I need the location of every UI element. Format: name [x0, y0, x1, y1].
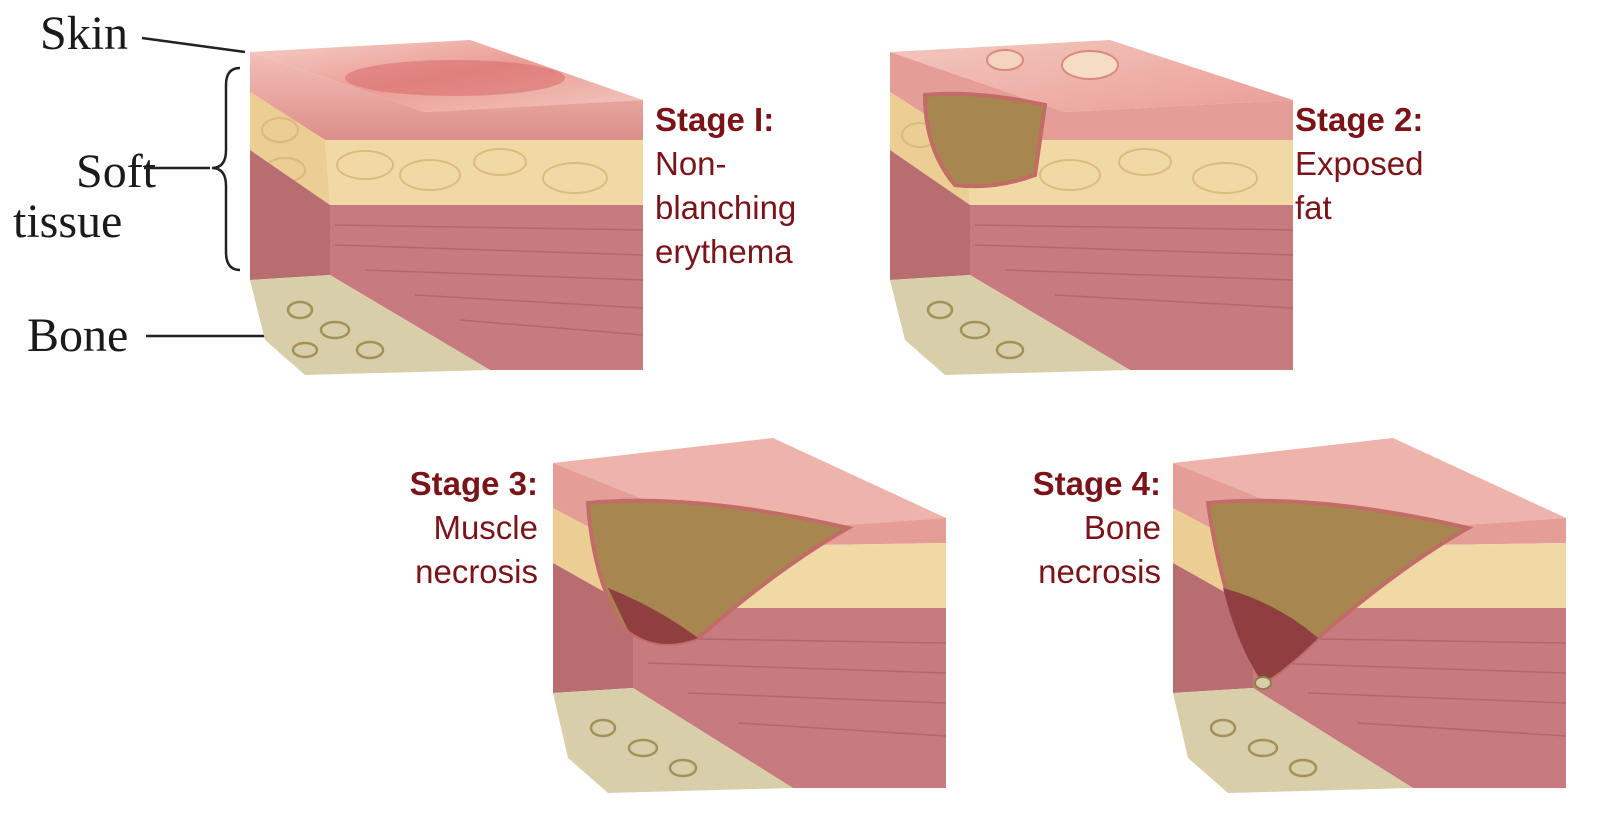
blister-small — [987, 50, 1023, 70]
stage-1-desc-line1: Non- — [655, 142, 796, 186]
stage-4-label: Stage 4: Bone necrosis — [985, 462, 1161, 594]
stage-2-title: Stage 2: — [1295, 98, 1423, 142]
stage-1-label: Stage I: Non- blanching erythema — [655, 98, 796, 274]
stage-2-desc-line2: fat — [1295, 186, 1423, 230]
stage-3-title: Stage 3: — [360, 462, 538, 506]
stage-3-tissue-block — [548, 438, 948, 798]
stage-1-desc-line3: erythema — [655, 230, 796, 274]
stage-4-title: Stage 4: — [985, 462, 1161, 506]
erythema-patch — [345, 60, 565, 96]
stage-4-desc-line1: Bone — [985, 506, 1161, 550]
skin-leader-line — [142, 38, 245, 52]
stage-4-desc-line2: necrosis — [985, 550, 1161, 594]
stage-1-desc-line2: blanching — [655, 186, 796, 230]
soft-tissue-brace — [212, 68, 240, 270]
blister-large — [1062, 51, 1118, 79]
stage-4-tissue-block — [1168, 438, 1568, 798]
stage-2-desc-line1: Exposed — [1295, 142, 1423, 186]
exposed-bone — [1255, 677, 1271, 689]
stage-1-title: Stage I: — [655, 98, 796, 142]
stage-3-label: Stage 3: Muscle necrosis — [360, 462, 538, 594]
stage-1-tissue-block — [245, 40, 645, 380]
stage-3-desc-line2: necrosis — [360, 550, 538, 594]
stage-2-tissue-block — [885, 40, 1295, 380]
stage-2-label: Stage 2: Exposed fat — [1295, 98, 1423, 230]
stage-3-desc-line1: Muscle — [360, 506, 538, 550]
